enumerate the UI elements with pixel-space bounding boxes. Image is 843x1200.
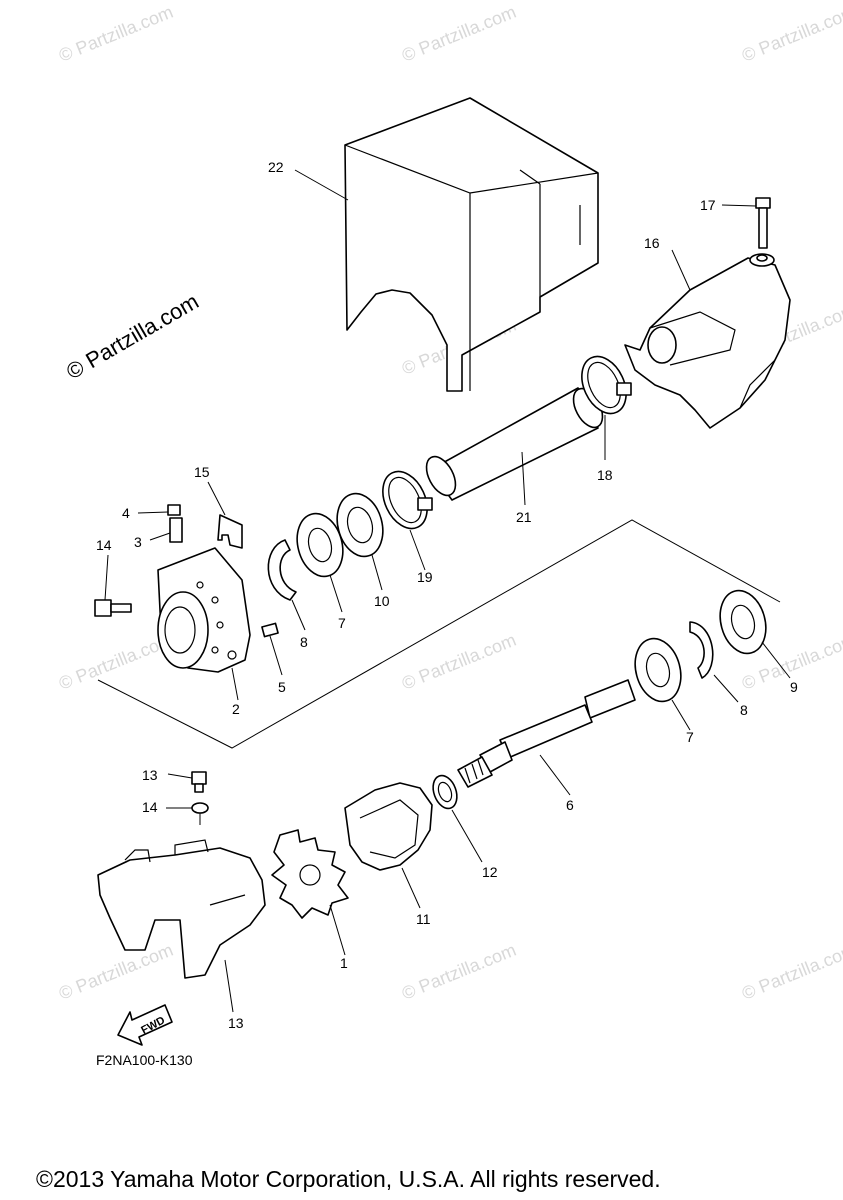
part-3-fitting <box>169 517 183 543</box>
callout-8: 8 <box>740 702 748 718</box>
copyright-footer: ©2013 Yamaha Motor Corporation, U.S.A. A… <box>36 1166 661 1192</box>
callout-21: 21 <box>516 509 532 525</box>
part-17-shim <box>217 514 243 549</box>
callout-9: 9 <box>790 679 798 695</box>
watermark-text: © Partzilla.com <box>739 940 843 1004</box>
part-19-bolt <box>755 197 771 249</box>
part-11-coupler <box>344 782 433 871</box>
callout-8: 8 <box>300 634 308 650</box>
part-8-circlip <box>267 539 297 601</box>
callout-15: 13 <box>228 1015 244 1031</box>
callout-3: 3 <box>134 534 142 550</box>
callout-7: 7 <box>338 615 346 631</box>
callout-4: 4 <box>122 505 130 521</box>
part-8-circlip <box>689 621 714 679</box>
watermark-text: © Partzilla.com <box>56 2 176 66</box>
part-10-bearing <box>336 492 384 558</box>
callout-5: 5 <box>278 679 286 695</box>
callout-1: 1 <box>340 955 348 971</box>
leader-lines <box>104 169 791 1013</box>
callout-20: 19 <box>417 569 433 585</box>
part-20-clamp <box>382 470 433 530</box>
part-21-tube <box>425 387 604 501</box>
part-6-shaft <box>457 679 636 788</box>
part-13-bolt <box>191 771 207 793</box>
callout-14: 14 <box>142 799 158 815</box>
callout-13: 13 <box>142 767 158 783</box>
part-4-cap <box>167 504 181 516</box>
watermark-text: © Partzilla.com <box>399 2 519 66</box>
callout-17: 15 <box>194 464 210 480</box>
part-2-housing <box>157 547 251 673</box>
part-15-bracket <box>97 839 266 979</box>
watermark-text: © Partzilla.com <box>739 2 843 66</box>
callout-11: 11 <box>416 911 431 927</box>
fwd-arrow-icon: FWD <box>117 1004 173 1046</box>
watermark-text: © Partzilla.com <box>399 630 519 694</box>
upper-assembly-frame <box>97 519 781 749</box>
callout-10: 10 <box>374 593 390 609</box>
callout-20: 18 <box>597 467 613 483</box>
callout-18: 16 <box>644 235 660 251</box>
callout-12: 12 <box>482 864 498 880</box>
part-5-pin <box>261 622 279 638</box>
part-9-bearing <box>719 589 767 655</box>
part-20-clamp <box>581 355 632 415</box>
callout-2: 2 <box>232 701 240 717</box>
part-14-washer <box>191 802 209 814</box>
callout-7: 7 <box>686 729 694 745</box>
part-16-bolt <box>94 599 132 617</box>
callout-22: 22 <box>268 159 284 175</box>
watermark-main: © Partzilla.com <box>62 289 203 385</box>
diagram-code: F2NA100-K130 <box>96 1052 193 1068</box>
callout-19: 17 <box>700 197 716 213</box>
part-7-bearing <box>634 637 682 703</box>
part-22-cover <box>344 97 599 392</box>
callout-6: 6 <box>566 797 574 813</box>
part-7-bearing <box>296 512 344 578</box>
part-1-damper <box>271 829 349 919</box>
part-18-housing <box>624 253 791 429</box>
part-12-ring <box>432 774 458 810</box>
watermark-text: © Partzilla.com <box>56 940 176 1004</box>
callout-16: 14 <box>96 537 112 553</box>
callout-labels: 22 16 17 18 21 19 10 7 8 5 2 15 4 3 14 9… <box>96 159 798 1031</box>
watermark-text: © Partzilla.com <box>399 940 519 1004</box>
